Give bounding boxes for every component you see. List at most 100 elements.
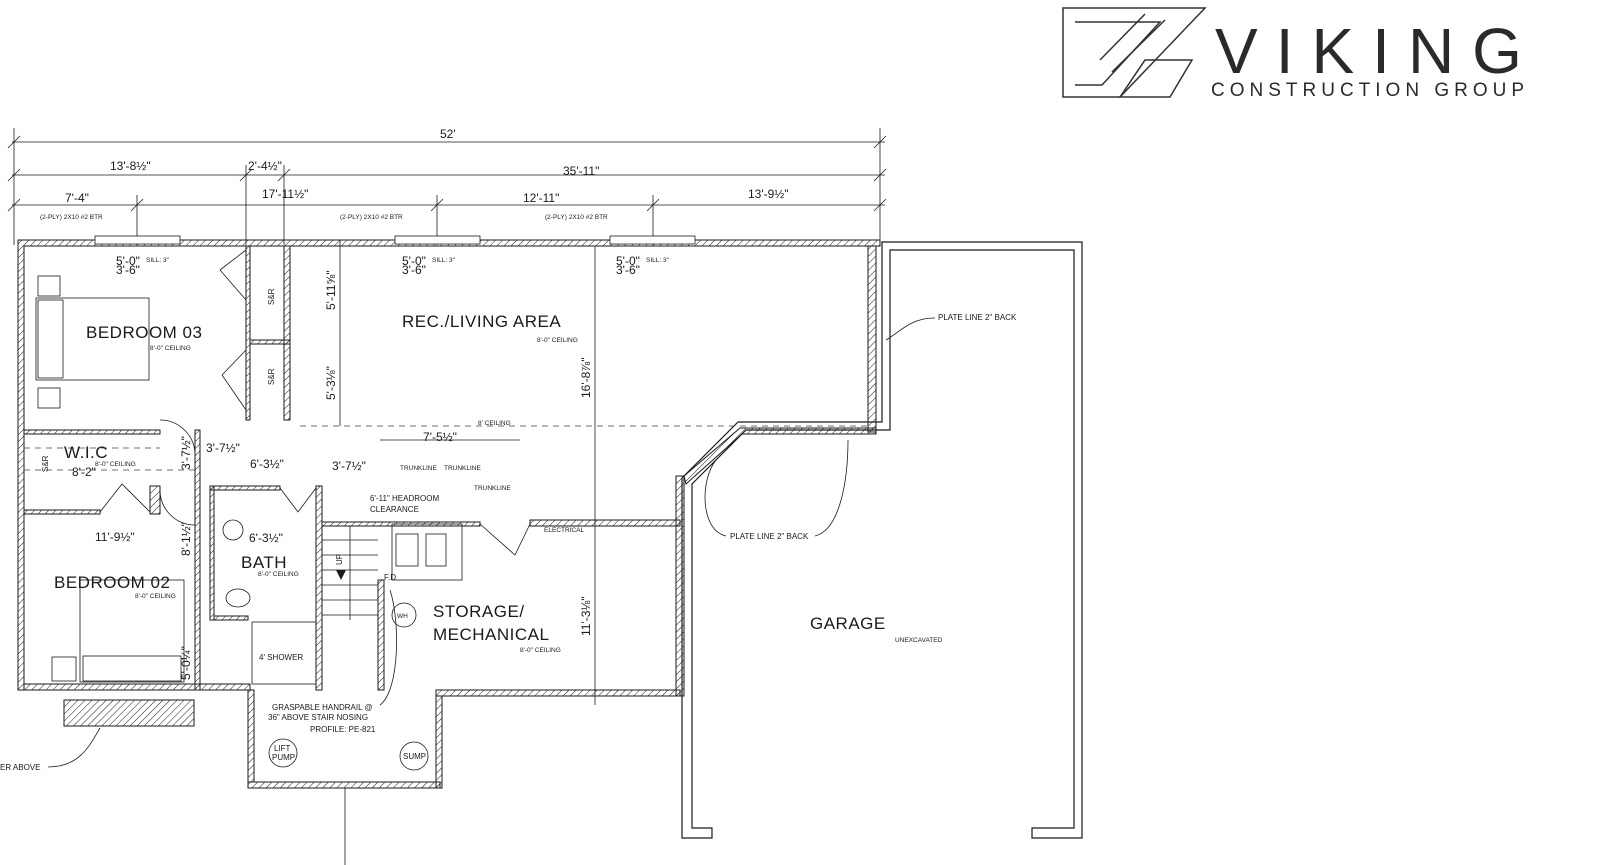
plate-line-leader-1: [885, 317, 936, 341]
furnace-unit-a: [395, 533, 419, 567]
handrail-note-3: PROFILE: PE-821: [310, 725, 376, 734]
plate-line-note-2: PLATE LINE 2" BACK: [730, 532, 809, 541]
dim-rec-vertical-a: 5'-11⅝": [324, 270, 338, 310]
bedroom3-label: BEDROOM 03: [86, 323, 202, 342]
shelf-label-1: S&R: [267, 288, 276, 305]
logo-subtitle: CONSTRUCTION GROUP: [1211, 80, 1529, 101]
bath-door: [279, 487, 317, 513]
above-note: ER ABOVE: [0, 763, 40, 772]
dim-seg1: 7'-4": [65, 191, 89, 205]
interior-dimensions: 5'-11⅝" 5'-3⅛" 16'-8⅞" 3'-7½" 3'-7½" 6'-…: [72, 270, 593, 680]
window-2: [394, 235, 481, 245]
stair-arrow-icon: [336, 570, 346, 580]
bedroom2-ceiling: 8'-0" CEILING: [135, 593, 176, 600]
storage-label-1: STORAGE/: [433, 602, 525, 621]
egress-window-well: [63, 699, 195, 727]
dim-overall: 52': [440, 127, 456, 141]
dim-bath-width: 6'-3½": [249, 531, 283, 545]
trunkline-1: TRUNKLINE: [400, 465, 438, 472]
storage-door: [479, 523, 531, 556]
bed-pillows-3: [37, 299, 64, 379]
shelf-label-2: S&R: [267, 368, 276, 385]
dim-left-run: 13'-8½": [110, 159, 151, 173]
window-size-2: 5'-0": [402, 254, 426, 268]
dashed-ceiling-note: 8' CEILING: [478, 420, 511, 427]
furnace-icon: [391, 523, 463, 581]
windows: 5'-0" 3'-6" SILL: 3" 5'-0" 3'-6" SILL: 3…: [63, 235, 696, 727]
lift-pump-label-2: PUMP: [272, 753, 295, 762]
storage-label-2: MECHANICAL: [433, 625, 549, 644]
window-1: [94, 235, 181, 245]
wic-label: W.I.C: [64, 443, 108, 462]
headroom-note-1: 6'-11" HEADROOM: [370, 494, 439, 503]
sump-icon: [399, 741, 429, 771]
headroom-note-2: CLEARANCE: [370, 505, 419, 514]
dim-bath-side: 5'-0¼": [179, 646, 193, 680]
furnace-unit-b: [425, 533, 447, 567]
nightstand-3b: [37, 387, 61, 409]
handrail-leader: [379, 589, 397, 706]
bed-pillows-2: [82, 655, 182, 682]
wh-label: WH: [397, 613, 408, 620]
bedroom3-ceiling: 8'-0" CEILING: [150, 345, 191, 352]
trunkline-3: TRUNKLINE: [474, 485, 512, 492]
exterior-walls: [17, 239, 1083, 839]
window-height-3: 3'-6": [616, 263, 640, 277]
rec-ceiling: 8'-0" CEILING: [537, 337, 578, 344]
sink-icon: [222, 519, 244, 541]
wic-ceiling: 8'-0" CEILING: [95, 461, 136, 468]
dim-hall-b: 3'-7½": [206, 441, 240, 455]
lift-pump-icon: [268, 738, 298, 768]
logo-name: VIKING: [1215, 15, 1540, 87]
dimension-lines: 52' 13'-8½" 2'-4½" 35'-11" 17'-11½" 7'-4…: [7, 127, 887, 245]
window-sill-2: SILL: 3": [432, 257, 456, 264]
dim-bed2-height: 8'-1½": [179, 522, 193, 556]
bath-ceiling: 8'-0" CEILING: [258, 571, 299, 578]
plate-line-leader-2b: [704, 459, 727, 537]
window-height-1: 3'-6": [116, 263, 140, 277]
stair-up-label: UP: [335, 554, 344, 565]
dim-rec-vertical-b: 5'-3⅛": [324, 366, 338, 400]
dim-wic-width: 8'-2": [72, 465, 96, 479]
shower-label: 4' SHOWER: [259, 653, 303, 662]
bedroom3-door: [159, 419, 196, 456]
rec-label: REC./LIVING AREA: [402, 312, 561, 331]
window-height-2: 3'-6": [402, 263, 426, 277]
plate-line-leader-2a: [814, 439, 849, 537]
stairs: [322, 526, 378, 620]
viking-logo: VIKING CONSTRUCTION GROUP: [1062, 7, 1540, 101]
wic-door: [99, 483, 151, 513]
dim-stair-run: 7'-5½": [423, 430, 457, 444]
doors: [99, 249, 531, 556]
window-sill-1: SILL: 3": [146, 257, 170, 264]
logo-mark-icon: [1062, 7, 1207, 98]
bath-label: BATH: [241, 553, 287, 572]
toilet-icon: [225, 588, 251, 608]
dim-rec-vertical-total: 16'-8⅞": [579, 357, 593, 398]
dim-hall-c: 6'-3½": [250, 457, 284, 471]
beam-label-2: (2-PLY) 2X10 #2 BTR: [340, 214, 403, 221]
closet-door-2: [221, 349, 247, 411]
dim-mid-run: 17'-11½": [262, 187, 308, 201]
dim-seg2: 12'-11": [523, 191, 559, 205]
nightstand-3a: [37, 275, 61, 297]
bed-bedroom3: [35, 297, 150, 381]
dim-right-run: 35'-11": [563, 164, 599, 178]
closet-door-1: [219, 249, 247, 301]
garage-sub: UNEXCAVATED: [895, 637, 943, 644]
dashed-lines: [24, 240, 868, 705]
notes: PLATE LINE 2" BACK PLATE LINE 2" BACK TR…: [0, 288, 1017, 865]
dim-hall-a: 3'-7½": [179, 436, 193, 470]
window-sill-3: SILL: 3": [646, 257, 670, 264]
dim-seg3: 13'-9½": [748, 187, 789, 201]
window-size-3: 5'-0": [616, 254, 640, 268]
electrical-note: ELECTRICAL: [544, 527, 584, 534]
bedroom2-door: [159, 489, 196, 526]
handrail-note-2: 36" ABOVE STAIR NOSING: [268, 713, 368, 722]
window-size-1: 5'-0": [116, 254, 140, 268]
bedroom2-label: BEDROOM 02: [54, 573, 170, 592]
beam-labels: (2-PLY) 2X10 #2 BTR (2-PLY) 2X10 #2 BTR …: [40, 214, 608, 221]
water-heater-icon: [391, 602, 417, 628]
nightstand-2: [51, 656, 77, 682]
dim-small-run: 2'-4½": [248, 159, 282, 173]
